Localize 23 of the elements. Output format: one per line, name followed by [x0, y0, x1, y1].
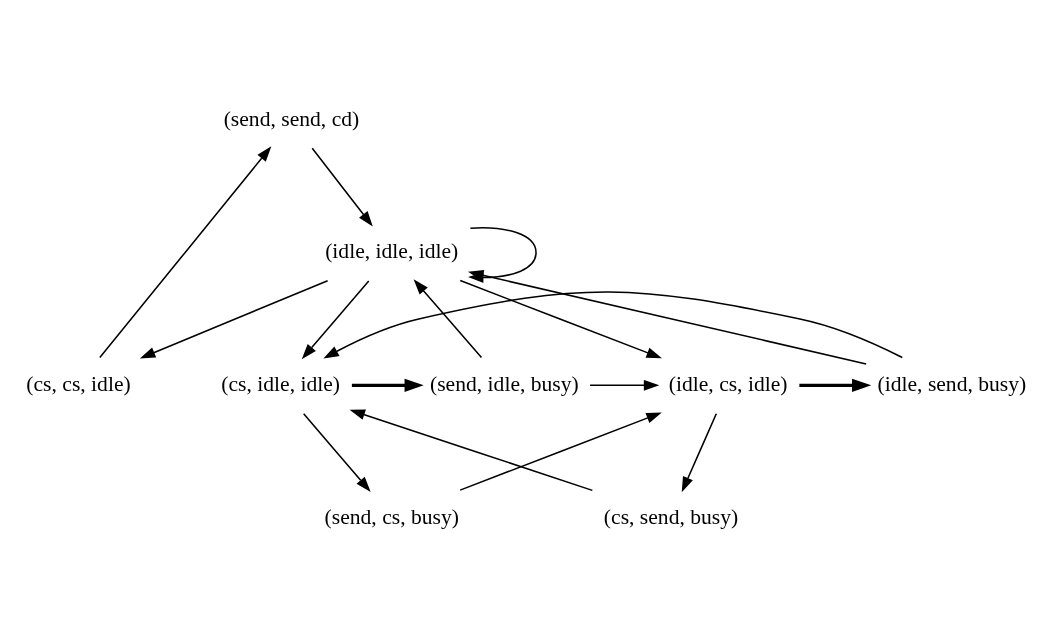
arrow [589, 379, 660, 391]
arrow [302, 412, 371, 492]
node-text: (send, send, cd) [223, 106, 360, 131]
node-text: (cs, cs, idle) [26, 371, 131, 396]
node-text: (idle, idle, idle) [325, 238, 459, 263]
node-text: (send, cs, busy) [324, 504, 459, 529]
node-text: (cs, send, busy) [603, 504, 739, 529]
arrow [413, 278, 483, 358]
arrow [351, 378, 424, 392]
node-text: (idle, cs, idle) [668, 371, 788, 396]
node-text: (send, idle, busy) [430, 371, 579, 396]
arrow [349, 409, 594, 491]
arrow [459, 411, 662, 491]
arrow [301, 279, 370, 359]
arrow [99, 145, 272, 358]
arrow [459, 279, 662, 358]
arrow [681, 412, 718, 492]
arrow [139, 279, 329, 358]
arrow [311, 147, 373, 227]
node-text: (idle, send, busy) [877, 371, 1027, 396]
arrow [799, 378, 872, 392]
arrow [323, 290, 904, 359]
node-text: (cs, idle, idle) [221, 371, 341, 396]
